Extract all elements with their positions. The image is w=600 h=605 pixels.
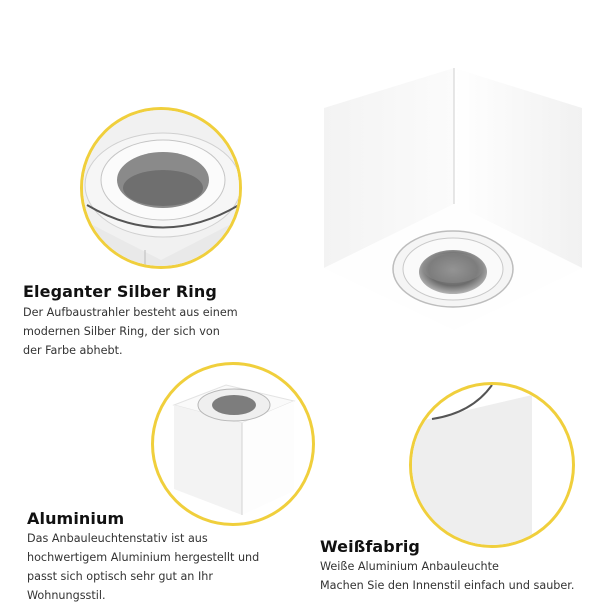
feature-title-silver-ring: Eleganter Silber Ring — [23, 282, 217, 301]
feature-desc-white: Weiße Aluminium Anbauleuchte Machen Sie … — [320, 560, 575, 592]
detail-circle-silver-ring — [80, 107, 242, 269]
detail-circle-white — [409, 382, 575, 548]
feature-desc-aluminium: Das Anbauleuchtenstativ ist aus hochwert… — [27, 532, 260, 602]
white-surface-icon — [412, 385, 532, 545]
feature-desc-silver-ring: Der Aufbaustrahler besteht aus einem mod… — [23, 306, 238, 357]
detail-circle-aluminium — [151, 362, 315, 526]
silver-ring-icon — [83, 110, 239, 266]
feature-title-white: Weißfabrig — [320, 537, 420, 556]
spotlight-cube-icon — [324, 68, 582, 330]
cube-housing-icon — [172, 384, 296, 515]
main-product-image — [318, 68, 588, 338]
feature-title-aluminium: Aluminium — [27, 509, 125, 528]
